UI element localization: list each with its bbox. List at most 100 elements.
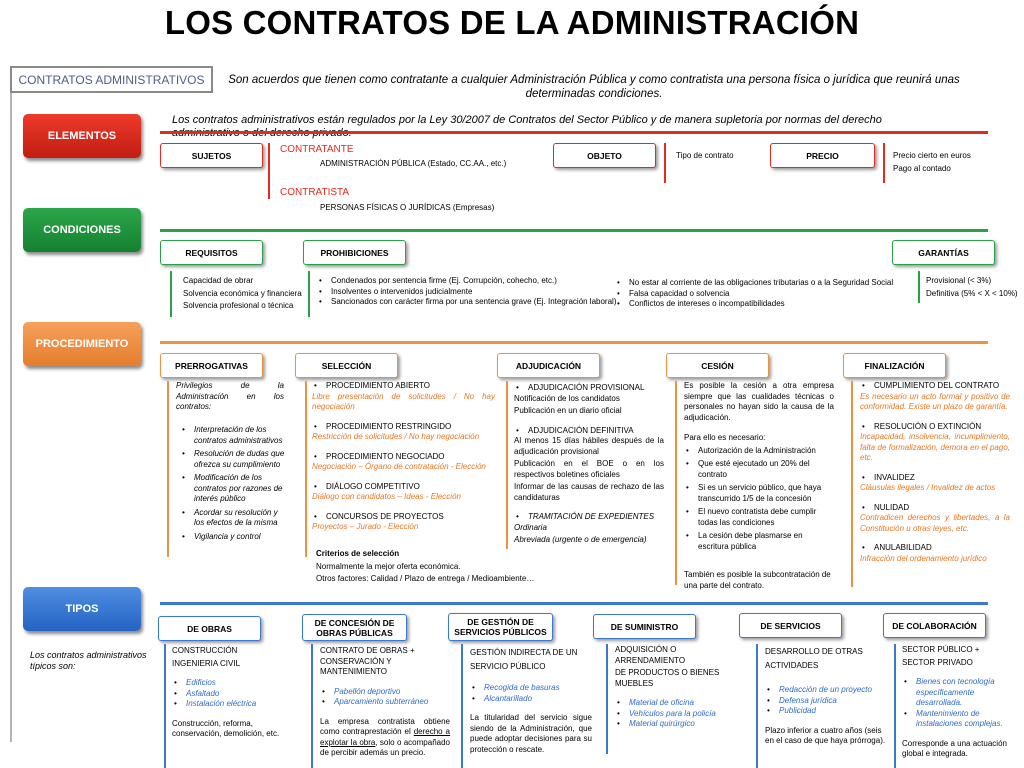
suministro-example: Material de oficina: [615, 698, 745, 709]
requisitos-bracket: [170, 271, 172, 317]
sujetos-box[interactable]: SUJETOS: [160, 143, 263, 168]
cesion-item: Que esté ejecutado un 20% del contrato: [684, 459, 834, 480]
suministro-line: ADQUISICIÓN O ARRENDAMIENTO: [615, 645, 686, 665]
obras-line: INGENIERIA CIVIL: [172, 658, 241, 668]
requisitos-box[interactable]: REQUISITOS: [160, 240, 263, 265]
prohibicion-item: Sancionados con carácter firma por una s…: [317, 297, 637, 308]
procedimiento-divider: [160, 341, 988, 344]
adjudicacion-desc: Notificación de los candidatos: [514, 393, 620, 403]
prerrogativa-item: Acordar su resolución y los efectos de l…: [180, 508, 290, 529]
servicios-box[interactable]: DE SERVICIOS: [739, 613, 842, 638]
prohibicion-item: No estar al corriente de las obligacione…: [615, 278, 925, 289]
garantias-bracket: [918, 271, 920, 303]
requisito-item: Solvencia económica y financiera: [183, 288, 302, 298]
objeto-desc: Tipo de contrato: [676, 151, 734, 160]
prohibicion-item: Falsa capacidad o solvencia: [615, 289, 925, 300]
cesion-item: El nuevo contratista debe cumplir todas …: [684, 507, 834, 528]
finalizacion-item: ANULABILIDAD: [860, 543, 1010, 554]
procedimiento-button[interactable]: PROCEDIMIENTO: [23, 322, 141, 366]
seleccion-desc: Diálogo con candidatos – Ideas - Elecció…: [312, 492, 461, 501]
colaboracion-example: Bienes con tecnología específicamente de…: [902, 677, 1020, 709]
finalizacion-desc: Infracción del ordenamiento jurídico: [860, 553, 987, 563]
finalizacion-bracket: [851, 381, 853, 587]
prerrogativas-bracket: [167, 381, 169, 557]
objeto-box[interactable]: OBJETO: [553, 143, 656, 168]
elementos-button[interactable]: ELEMENTOS: [23, 114, 141, 158]
obras-line: CONSTRUCCIÓN: [172, 646, 238, 655]
cesion-bracket: [675, 381, 677, 585]
seleccion-item: CONCURSOS DE PROYECTOS: [312, 512, 495, 523]
finalizacion-item: RESOLUCIÓN O EXTINCIÓN: [860, 422, 1010, 433]
adjudicacion-item: TRAMITACIÓN DE EXPEDIENTES: [514, 512, 664, 523]
concesion-example: Aparcamiento subterráneo: [320, 697, 450, 708]
requisito-item: Solvencia profesional o técnica: [183, 301, 294, 310]
seleccion-item: DIÁLOGO COMPETITIVO: [312, 482, 495, 493]
obras-line: Construcción, reforma, conservación, dem…: [172, 718, 280, 739]
seleccion-item: PROCEDIMIENTO NEGOCIADO: [312, 452, 495, 463]
finalizacion-desc: Contradicen derechos y libertades, a la …: [860, 513, 1010, 533]
gestion-example: Alcantarillado: [470, 694, 592, 705]
sujetos-bracket: [268, 143, 270, 199]
cesion-item: Autorización de la Administración: [684, 446, 834, 457]
finalizacion-item: INVALIDEZ: [860, 473, 1010, 484]
adjudicacion-box[interactable]: ADJUDICACIÓN: [497, 353, 600, 378]
concesion-example: Pabellón deportivo: [320, 687, 450, 698]
seleccion-box[interactable]: SELECCIÓN: [295, 353, 398, 378]
concesion-box[interactable]: DE CONCESIÓN DE OBRAS PÚBLICAS: [302, 614, 407, 641]
finalizacion-desc: Es necesario un acto formal y positivo d…: [860, 391, 1010, 412]
seleccion-bracket: [305, 381, 307, 557]
obras-example: Instalación eléctrica: [172, 699, 297, 710]
finalizacion-item: NULIDAD: [860, 503, 1010, 514]
prohibicion-item: Insolventes o intervenidos judicialmente: [317, 287, 637, 298]
obras-box[interactable]: DE OBRAS: [158, 616, 261, 641]
adjudicacion-desc: Publicación en el BOE o en los respectiv…: [514, 459, 664, 479]
seleccion-item: PROCEDIMIENTO RESTRINGIDO: [312, 422, 495, 433]
prerrogativa-item: Resolución de dudas que ofrezca su cumpl…: [180, 449, 290, 470]
seleccion-desc: Restricción de solicitudes / No hay nego…: [312, 432, 480, 441]
obras-example: Asfaltado: [172, 689, 297, 700]
contratista-label: CONTRATISTA: [280, 187, 350, 198]
adjudicacion-desc: Al menos 15 días hábiles después de la a…: [514, 436, 664, 456]
garantia-item: Definitiva (5% < X < 10%): [926, 288, 1018, 298]
garantias-box[interactable]: GARANTÍAS: [892, 240, 995, 265]
contratos-administrativos-label: CONTRATOS ADMINISTRATIVOS: [10, 66, 213, 93]
servicios-line: DESARROLLO DE OTRAS ACTIVIDADES: [765, 647, 863, 670]
tipos-divider: [160, 602, 988, 605]
suministro-example: Material quirúrgico: [615, 719, 745, 730]
objeto-bracket: [664, 143, 666, 183]
tipos-button[interactable]: TIPOS: [23, 587, 141, 631]
adjudicacion-desc: Ordinaria: [514, 522, 547, 532]
gestion-bracket: [461, 644, 463, 768]
elementos-divider: [160, 131, 988, 134]
precio-bracket: [883, 143, 885, 183]
elementos-intro: Los contratos administrativos están regu…: [172, 114, 882, 139]
colaboracion-line: SECTOR PRIVADO: [902, 657, 973, 667]
suministro-box[interactable]: DE SUMINISTRO: [593, 614, 696, 639]
cesion-item: La cesión debe plasmarse en escritura pú…: [684, 531, 834, 552]
concesion-bracket: [311, 644, 313, 768]
servicios-example: Defensa jurídica: [765, 696, 887, 707]
finalizacion-box[interactable]: FINALIZACIÓN: [843, 353, 946, 378]
page-title: LOS CONTRATOS DE LA ADMINISTRACIÓN: [164, 4, 860, 41]
obras-bracket: [164, 644, 166, 768]
criterios-text: Otros factores: Calidad / Plazo de entre…: [316, 574, 535, 583]
seleccion-desc: Libre presentación de solicitudes / No h…: [312, 391, 495, 412]
cesion-box[interactable]: CESIÓN: [666, 353, 769, 378]
prohibiciones-bracket: [308, 271, 310, 317]
gestion-box[interactable]: DE GESTIÓN DE SERVICIOS PÚBLICOS: [448, 613, 553, 641]
servicios-line: Plazo inferior a cuatro años (seis en el…: [765, 725, 886, 746]
condiciones-button[interactable]: CONDICIONES: [23, 208, 141, 252]
precio-box[interactable]: PRECIO: [770, 143, 875, 168]
finalizacion-desc: Cláusulas ilegales / Invalidez de actos: [860, 483, 996, 492]
adjudicacion-desc: Informar de las causas de rechazo de las…: [514, 482, 664, 502]
prohibiciones-box[interactable]: PROHIBICIONES: [303, 240, 406, 265]
criterios-title: Criterios de selección: [316, 549, 400, 558]
finalizacion-item: CUMPLIMIENTO DEL CONTRATO: [860, 381, 1010, 392]
colaboracion-box[interactable]: DE COLABORACIÓN: [883, 613, 986, 638]
suministro-example: Vehículos para la policía: [615, 709, 745, 720]
gestion-line: La titularidad del servicio sigue siendo…: [470, 713, 592, 754]
finalizacion-desc: Incapacidad, insolvencia, incumplimiento…: [860, 432, 1010, 462]
colaboracion-line: SECTOR PÚBLICO +: [902, 645, 980, 654]
prerrogativas-box[interactable]: PRERROGATIVAS: [160, 353, 263, 378]
criterios-text: Normalmente la mejor oferta económica.: [316, 561, 461, 571]
